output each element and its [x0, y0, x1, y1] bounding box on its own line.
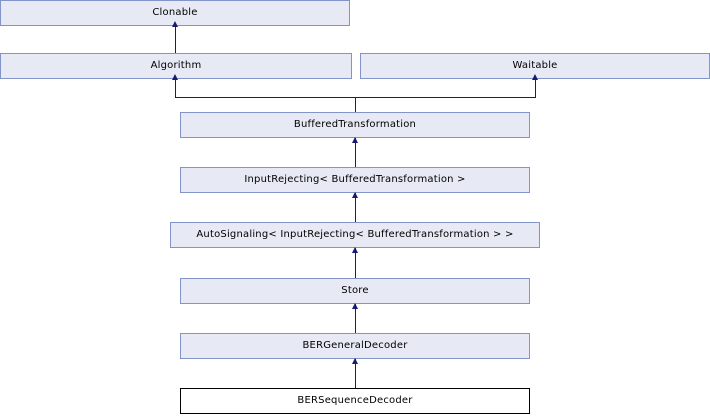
class-node-store[interactable]: Store [180, 278, 530, 304]
edge-rail-drop-to-buffered-transformation [355, 97, 356, 112]
class-node-label: BufferedTransformation [293, 119, 417, 130]
edge-ber-general-decoder-to-store [355, 304, 356, 333]
class-node-buffered-transformation[interactable]: BufferedTransformation [180, 112, 530, 138]
edge-store-to-auto-signaling [355, 248, 356, 278]
arrowhead-auto-signaling-to-input-rejecting [352, 192, 358, 198]
edge-auto-signaling-to-input-rejecting [355, 193, 356, 222]
class-node-ber-sequence-decoder[interactable]: BERSequenceDecoder [180, 388, 530, 414]
class-node-label: BERSequenceDecoder [297, 395, 413, 406]
class-node-label: AutoSignaling< InputRejecting< BufferedT… [196, 229, 514, 240]
class-node-label: Store [341, 285, 369, 296]
class-node-auto-signaling[interactable]: AutoSignaling< InputRejecting< BufferedT… [170, 222, 540, 248]
class-node-label: Algorithm [150, 60, 202, 71]
class-node-label: Clonable [152, 7, 198, 18]
arrowhead-buffered-transformation-to-algorithm [172, 74, 178, 80]
edge-buffered-transformation-to-algorithm [175, 79, 176, 97]
arrowhead-input-rejecting-to-buffered-transformation [352, 137, 358, 143]
edge-ber-sequence-decoder-to-ber-general-decoder [355, 359, 356, 388]
class-node-label: InputRejecting< BufferedTransformation > [244, 174, 466, 185]
arrowhead-algorithm-to-clonable [172, 21, 178, 27]
edge-buffered-transformation-to-waitable [535, 79, 536, 97]
arrowhead-ber-sequence-decoder-to-ber-general-decoder [352, 358, 358, 364]
class-node-label: Waitable [512, 60, 558, 71]
arrowhead-store-to-auto-signaling [352, 247, 358, 253]
edge-input-rejecting-to-buffered-transformation [355, 138, 356, 167]
arrowhead-buffered-transformation-to-waitable [532, 74, 538, 80]
arrowhead-ber-general-decoder-to-store [352, 303, 358, 309]
class-node-ber-general-decoder[interactable]: BERGeneralDecoder [180, 333, 530, 359]
class-node-input-rejecting[interactable]: InputRejecting< BufferedTransformation > [180, 167, 530, 193]
edge-algorithm-to-clonable [175, 26, 176, 53]
class-node-label: BERGeneralDecoder [302, 340, 408, 351]
